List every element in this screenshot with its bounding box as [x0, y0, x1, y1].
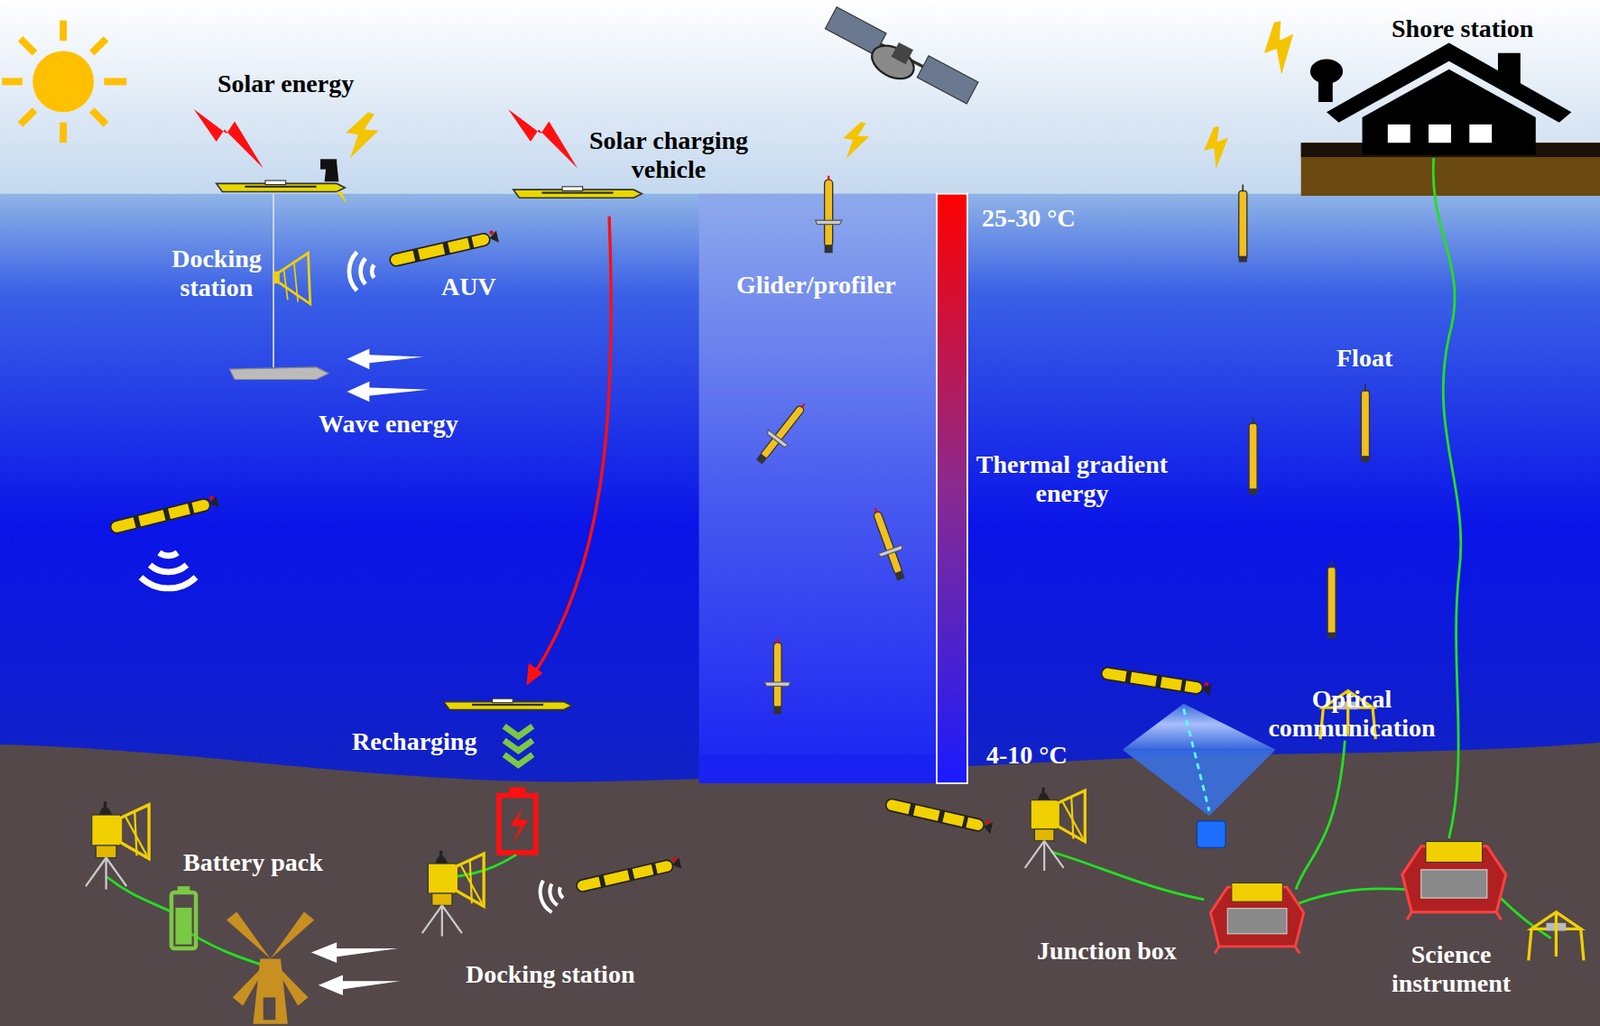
- text-label: Science instrument: [1374, 940, 1528, 999]
- text-label: Wave energy: [318, 409, 459, 439]
- text-label: Glider/profiler: [736, 270, 897, 300]
- text-label: Shore station: [1391, 14, 1534, 44]
- text-label: Optical communication: [1247, 684, 1457, 743]
- text-label: AUV: [441, 272, 497, 302]
- text-label: Docking station: [163, 244, 270, 303]
- text-label: Solar energy: [217, 69, 354, 99]
- text-label: Recharging: [351, 727, 477, 757]
- text-label: 4-10 °C: [986, 740, 1068, 770]
- text-label: Thermal gradient energy: [967, 450, 1177, 509]
- text-label: 25-30 °C: [981, 203, 1076, 233]
- text-label: Battery pack: [183, 848, 324, 878]
- text-label: Docking station: [465, 960, 635, 990]
- text-label: Float: [1336, 343, 1393, 373]
- text-label: Junction box: [1036, 936, 1177, 966]
- text-label: Solar charging vehicle: [566, 126, 771, 185]
